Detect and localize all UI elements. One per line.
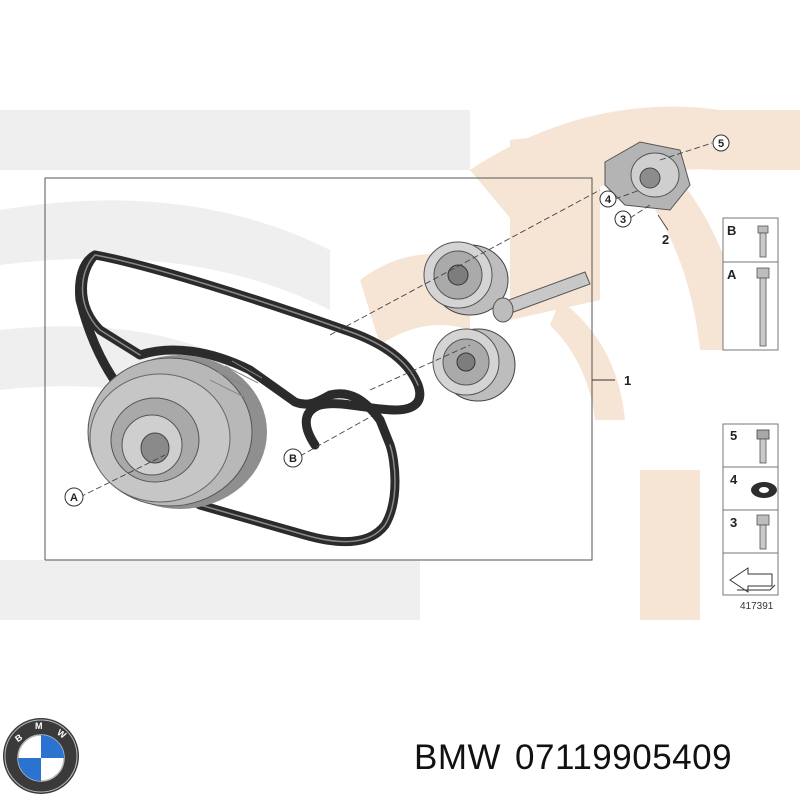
pulley-bolt <box>492 271 591 323</box>
drawing-number: 417391 <box>740 601 774 612</box>
callout-a: A <box>64 487 84 507</box>
svg-text:4: 4 <box>605 194 612 206</box>
upper-idler-pulley <box>423 241 509 316</box>
callout-5: 5 <box>712 134 730 152</box>
legend-3: 3 <box>730 515 737 530</box>
lower-idler-pulley <box>432 328 516 402</box>
legend-b: B <box>727 223 736 238</box>
bmw-logo-icon: B M W <box>3 718 79 794</box>
bolt-b-icon <box>757 225 769 258</box>
svg-text:3: 3 <box>620 214 626 226</box>
svg-text:B: B <box>289 453 297 465</box>
washer-icon <box>751 482 777 498</box>
kit-frame: 1 <box>44 177 631 561</box>
callout-b: B <box>283 448 303 468</box>
callout-3: 3 <box>614 210 632 228</box>
brand-name: BMW <box>414 738 502 777</box>
legend-bottom: 5 4 3 417391 <box>722 423 779 612</box>
arrow-icon <box>729 567 776 593</box>
part-number: 07119905409 <box>515 738 733 777</box>
drive-belt <box>75 250 425 547</box>
legend-top: B A <box>722 217 779 351</box>
hex-bolt-icon <box>756 514 770 550</box>
leader-lines <box>79 142 713 498</box>
socket-screw-icon <box>756 429 770 464</box>
vibration-damper <box>87 355 267 509</box>
tensioner-label: 2 <box>662 232 669 247</box>
legend-4: 4 <box>730 472 738 487</box>
part-caption: BMW 07119905409 <box>414 738 794 778</box>
logo-letter-m: M <box>35 721 43 731</box>
svg-text:5: 5 <box>718 138 724 150</box>
logo-letter-b: B <box>13 732 24 744</box>
kit-label: 1 <box>624 373 631 388</box>
callout-4: 4 <box>599 190 617 208</box>
svg-text:A: A <box>70 492 78 504</box>
legend-a: A <box>727 267 737 282</box>
belt-tensioner <box>604 141 691 211</box>
bolt-a-icon <box>756 267 770 347</box>
legend-5: 5 <box>730 428 737 443</box>
